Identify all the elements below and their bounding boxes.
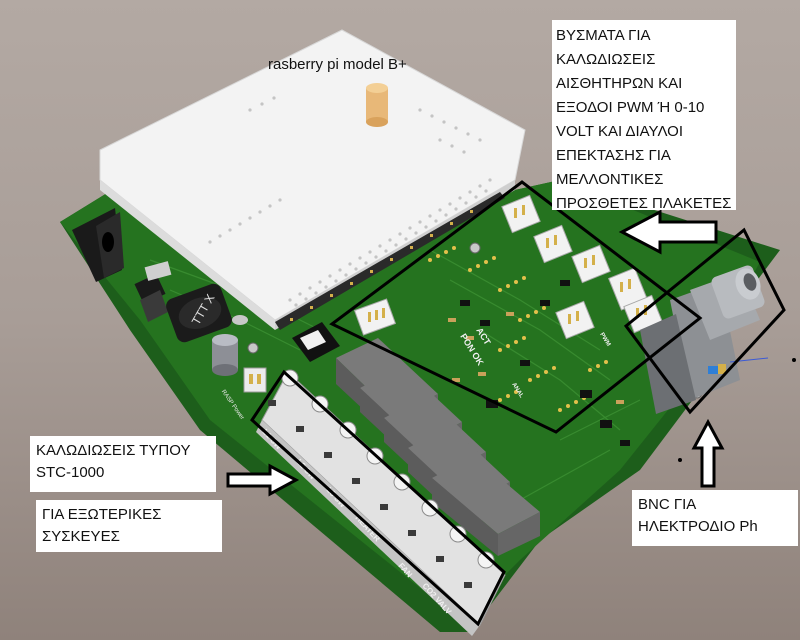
power-jack: [72, 208, 124, 282]
arrow-right-terminals: [226, 463, 300, 497]
sensor-connectors: [353, 194, 663, 340]
smd-components: [448, 280, 630, 446]
caption-line: ΠΡΟΣΘΕΤΕΣ ΠΛΑΚΕΤΕΣ: [556, 195, 732, 212]
inductor: TTT X: [166, 283, 232, 343]
caption-line: ΣΥΣΚΕΥΕΣ: [42, 528, 120, 545]
capacitor-small: [144, 261, 172, 281]
caption-line: ΚΑΛΩΔΙΩΣΕΙΣ: [556, 51, 656, 68]
stc-wiring-caption: ΚΑΛΩΔΙΩΣΕΙΣ ΤΥΠΟΥ STC-1000: [30, 436, 216, 492]
standoff-pin: [366, 83, 388, 127]
arrow-up-bnc: [691, 418, 725, 488]
caption-line: ΑΙΣΘΗΤΗΡΩΝ ΚΑΙ: [556, 75, 683, 92]
caption-line: BNC ΓΙΑ: [638, 496, 697, 513]
annotation-outlines: [250, 180, 786, 627]
outline-terminal-block: [250, 369, 506, 627]
gpio-header: [275, 192, 505, 330]
caption-line: ΜΕΛΛΟΝΤΙΚΕΣ: [556, 171, 664, 188]
expansion-headers: [428, 246, 608, 412]
sensor-connectors-caption: ΒΥΣΜΑΤΑ ΓΙΑ ΚΑΛΩΔΙΩΣΕΙΣ ΑΙΣΘΗΤΗΡΩΝ ΚΑΙ Ε…: [552, 20, 736, 212]
caption-line: ΕΠΕΚΤΑΣΗΣ ΓΙΑ: [556, 147, 671, 164]
relay: [432, 456, 540, 556]
outline-sensor-area: [329, 180, 703, 434]
caption-line: VOLT ΚΑΙ ΔΙΑΥΛΟΙ: [556, 123, 683, 140]
caption-line: ΕΞΟΔΟΙ PWM Ή 0-10: [556, 99, 705, 116]
caption-line: ΒΥΣΜΑΤΑ ΓΙΑ: [556, 27, 651, 44]
rpi-label: rasberry pi model B+: [268, 56, 407, 73]
caption-line: ΓΙΑ ΕΞΩΤΕΡΙΚΕΣ: [42, 506, 162, 523]
caption-line: ΚΑΛΩΔΙΩΣΕΙΣ ΤΥΠΟΥ: [36, 442, 191, 459]
relay-block: [336, 338, 540, 556]
caption-line: STC-1000: [36, 464, 105, 481]
external-devices-caption: ΓΙΑ ΕΞΩΤΕΡΙΚΕΣ ΣΥΣΚΕΥΕΣ: [36, 500, 222, 552]
annotation-arrows: [226, 209, 725, 497]
bnc-connector: [640, 265, 769, 414]
bnc-caption: BNC ΓΙΑ ΗΛΕΚΤΡΟΔΙΟ Ph: [632, 490, 798, 546]
arrow-left-sensors: [618, 209, 718, 255]
outline-bnc: [623, 227, 786, 415]
driver-ic: [292, 322, 340, 362]
capacitor: [212, 334, 238, 376]
caption-line: ΗΛΕΚΤΡΟΔΙΟ Ph: [638, 518, 758, 535]
